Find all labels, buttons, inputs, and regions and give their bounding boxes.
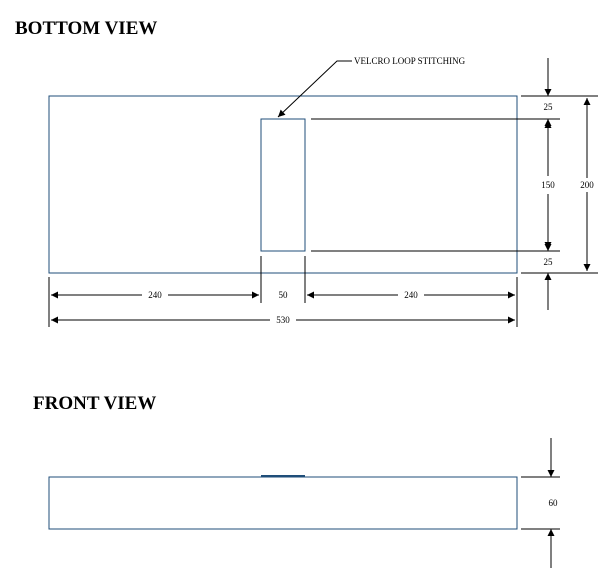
- velcro-strip: [260, 118, 306, 252]
- callout-leader: [277, 60, 352, 118]
- dim-top-gap-label: 25: [544, 102, 554, 112]
- front-view-title: FRONT VIEW: [33, 393, 156, 414]
- velcro-callout-label: VELCRO LOOP STITCHING: [354, 56, 466, 66]
- bottom-view-title: BOTTOM VIEW: [15, 18, 157, 39]
- front-view-outline: [48, 476, 518, 530]
- dim-thickness-label: 60: [549, 498, 559, 508]
- dim-strip-height-label: 150: [541, 180, 555, 190]
- dim-total-width-label: 530: [276, 315, 290, 325]
- bottom-view-outline: [48, 95, 518, 274]
- dim-bottom-gap-label: 25: [544, 257, 554, 267]
- dim-strip-width-label: 50: [279, 290, 289, 300]
- dim-left-width-label: 240: [148, 290, 162, 300]
- dim-total-height-label: 200: [580, 180, 594, 190]
- dim-right-width-label: 240: [404, 290, 418, 300]
